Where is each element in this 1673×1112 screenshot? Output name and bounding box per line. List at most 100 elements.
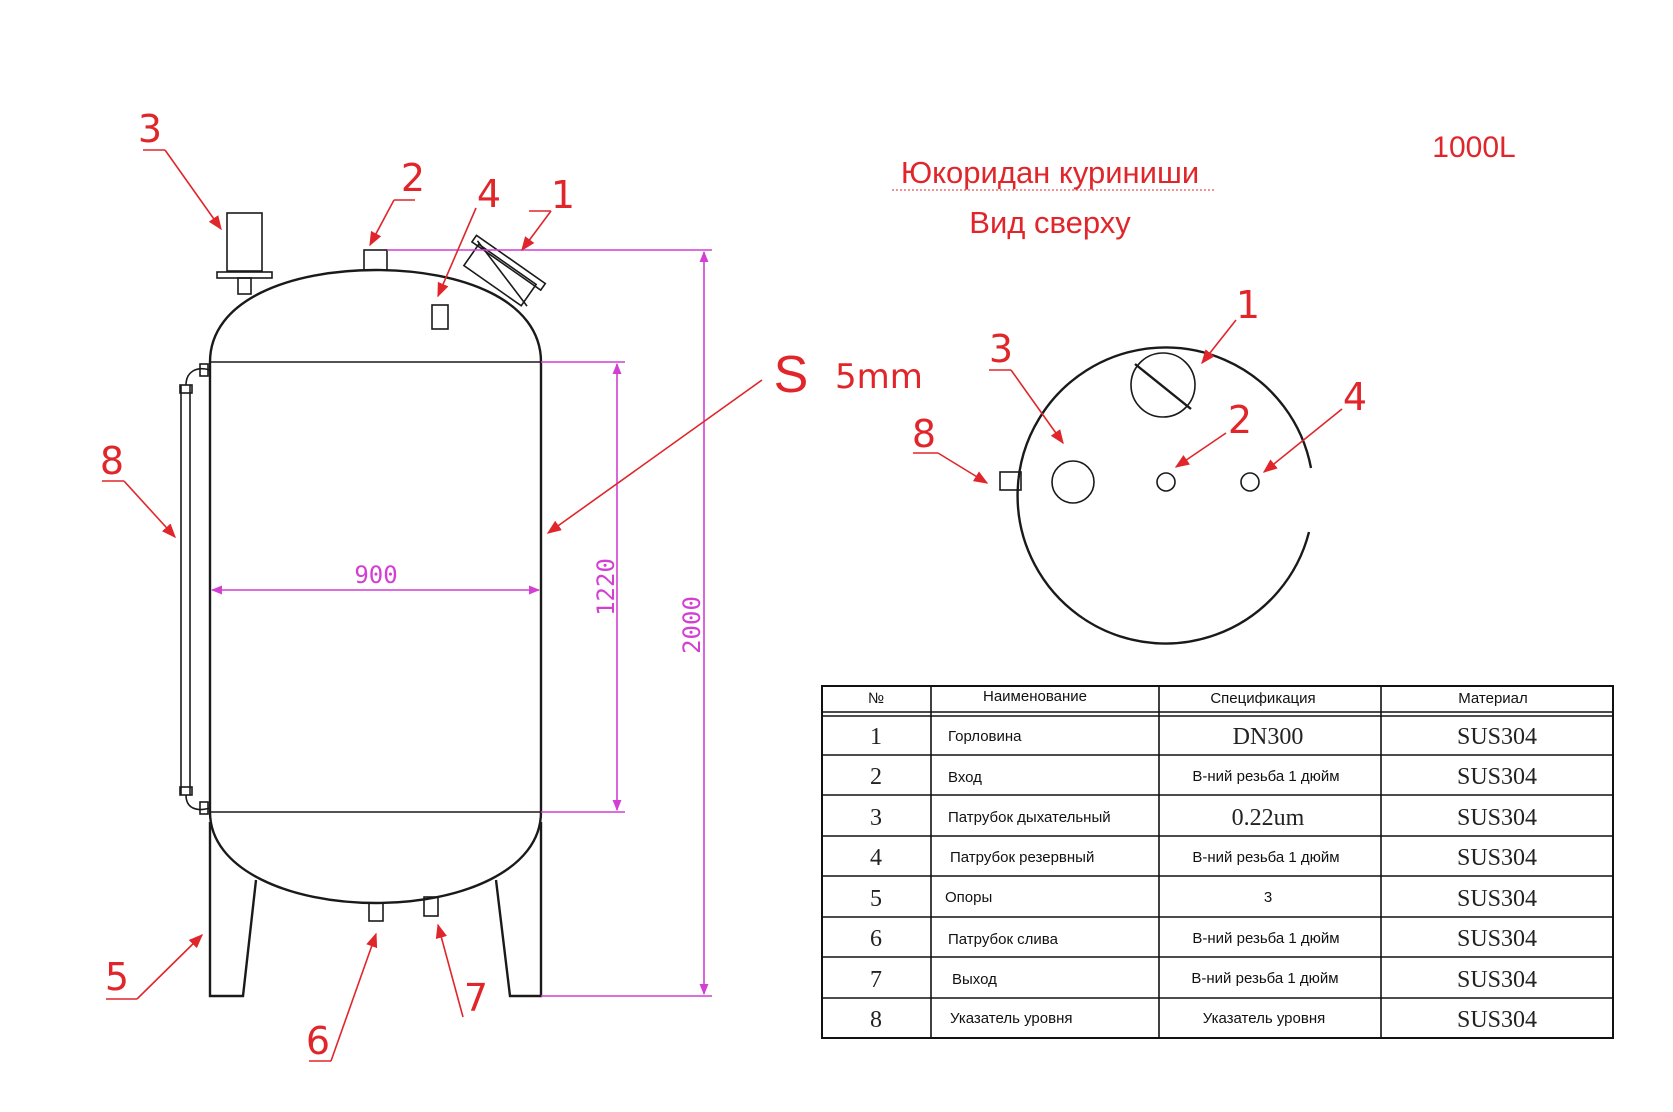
table-header-material: Материал [1458,690,1528,707]
table-row: 7 Выход В-ний резьба 1 дюйм SUS304 [870,967,1537,993]
row-spec: DN300 [1233,724,1304,750]
row-name: Указатель уровня [950,1010,1072,1027]
row-material: SUS304 [1457,886,1537,912]
row-spec: 3 [1264,889,1272,906]
top-view-breather [1051,460,1095,504]
tank-top-dome [208,268,543,363]
callout-label: 4 [1343,375,1367,419]
callout-8: 8 [100,439,176,539]
top-callout-3: 3 [989,327,1064,445]
top-view-reserve [1240,472,1260,492]
row-no: 5 [870,886,882,912]
dimension-diameter: 900 [210,561,541,595]
top-view-manhole [1130,352,1196,418]
top-view-level-gauge [999,471,1022,491]
table-row: 1 Горловина DN300 SUS304 [870,724,1537,750]
thickness-symbol: S [774,346,809,404]
callout-label: 3 [138,107,162,151]
top-view-inlet [1156,472,1176,492]
row-no: 3 [870,805,882,831]
table-row: 3 Патрубок дыхательный 0.22um SUS304 [870,805,1537,831]
callout-label: 3 [989,327,1013,371]
tank-leg-left [208,822,258,998]
callout-label: 4 [477,172,501,216]
top-view-manhole-hinge [1134,363,1192,410]
top-view-outline [1016,346,1313,645]
callout-label: 1 [1236,283,1260,327]
row-spec: В-ний резьба 1 дюйм [1192,849,1339,866]
thickness-callout: S 5mm [546,346,923,534]
row-name: Опоры [945,889,992,906]
row-material: SUS304 [1457,926,1537,952]
callout-label: 6 [306,1019,330,1063]
dimension-total-height: 2000 [387,249,712,997]
row-spec: 0.22um [1232,805,1305,831]
top-callout-1: 1 [1201,283,1260,365]
row-material: SUS304 [1457,845,1537,871]
callout-label: 8 [100,439,124,483]
row-name: Горловина [948,728,1022,745]
callout-1: 1 [521,173,575,252]
row-name: Патрубок дыхательный [948,809,1111,826]
nozzle-drain [368,902,384,922]
row-material: SUS304 [1457,764,1537,790]
manhole [462,234,547,307]
row-no: 7 [870,967,882,993]
row-name: Выход [952,971,997,988]
dimension-diameter-label: 900 [354,561,397,589]
callout-label: 8 [912,412,936,456]
spec-table-border [821,685,1614,1039]
row-spec: Указатель уровня [1203,1010,1325,1027]
table-row: 5 Опоры 3 SUS304 [870,886,1537,912]
spec-table: № Наименование Спецификация Материал 1 Г… [821,685,1614,1039]
row-no: 6 [870,926,882,952]
tank-leg-right [494,822,543,998]
callout-2: 2 [369,156,425,247]
table-header-no: № [868,690,884,707]
nozzle-outlet [423,896,439,917]
row-name: Патрубок слива [948,931,1059,948]
callout-label: 2 [1228,398,1252,442]
tank-bottom-dome [208,811,543,905]
title-line-1: Юкоридан куриниши [901,155,1199,190]
row-material: SUS304 [1457,805,1537,831]
dimension-total-height-label: 2000 [678,596,706,654]
row-material: SUS304 [1457,1007,1537,1033]
row-no: 1 [870,724,882,750]
callout-7: 7 [435,923,488,1020]
breather-stem [237,277,252,295]
callout-label: 5 [105,955,129,999]
title-line-2: Вид сверху [969,205,1131,240]
dimension-shell-height: 1220 [541,361,625,813]
callout-label: 2 [401,156,425,200]
table-row: 4 Патрубок резервный В-ний резьба 1 дюйм… [870,845,1537,871]
row-material: SUS304 [1457,967,1537,993]
callout-4: 4 [437,172,501,298]
table-header-spec: Спецификация [1210,690,1315,707]
table-row: 6 Патрубок слива В-ний резьба 1 дюйм SUS… [870,926,1537,952]
breather-filter-body [226,212,263,272]
row-spec: В-ний резьба 1 дюйм [1191,970,1338,987]
callout-6: 6 [306,932,378,1063]
tank-side-view [179,212,547,998]
table-header-name: Наименование [983,688,1087,705]
level-gauge [179,363,211,815]
table-row: 2 Вход В-ний резьба 1 дюйм SUS304 [870,764,1537,790]
nozzle-reserve [431,304,449,330]
table-row: 8 Указатель уровня Указатель уровня SUS3… [870,1007,1537,1033]
row-no: 2 [870,764,882,790]
row-spec: В-ний резьба 1 дюйм [1192,768,1339,785]
row-no: 4 [870,845,882,871]
callout-3: 3 [138,107,222,231]
callout-label: 7 [464,976,488,1020]
top-callout-2: 2 [1174,398,1252,468]
capacity-label: 1000L [1432,131,1515,164]
row-spec: В-ний резьба 1 дюйм [1192,930,1339,947]
row-name: Патрубок резервный [950,849,1094,866]
thickness-value: 5mm [835,357,923,397]
row-name: Вход [948,769,982,786]
tank-top-view [999,346,1313,645]
row-no: 8 [870,1007,882,1033]
dimension-shell-height-label: 1220 [592,558,620,616]
